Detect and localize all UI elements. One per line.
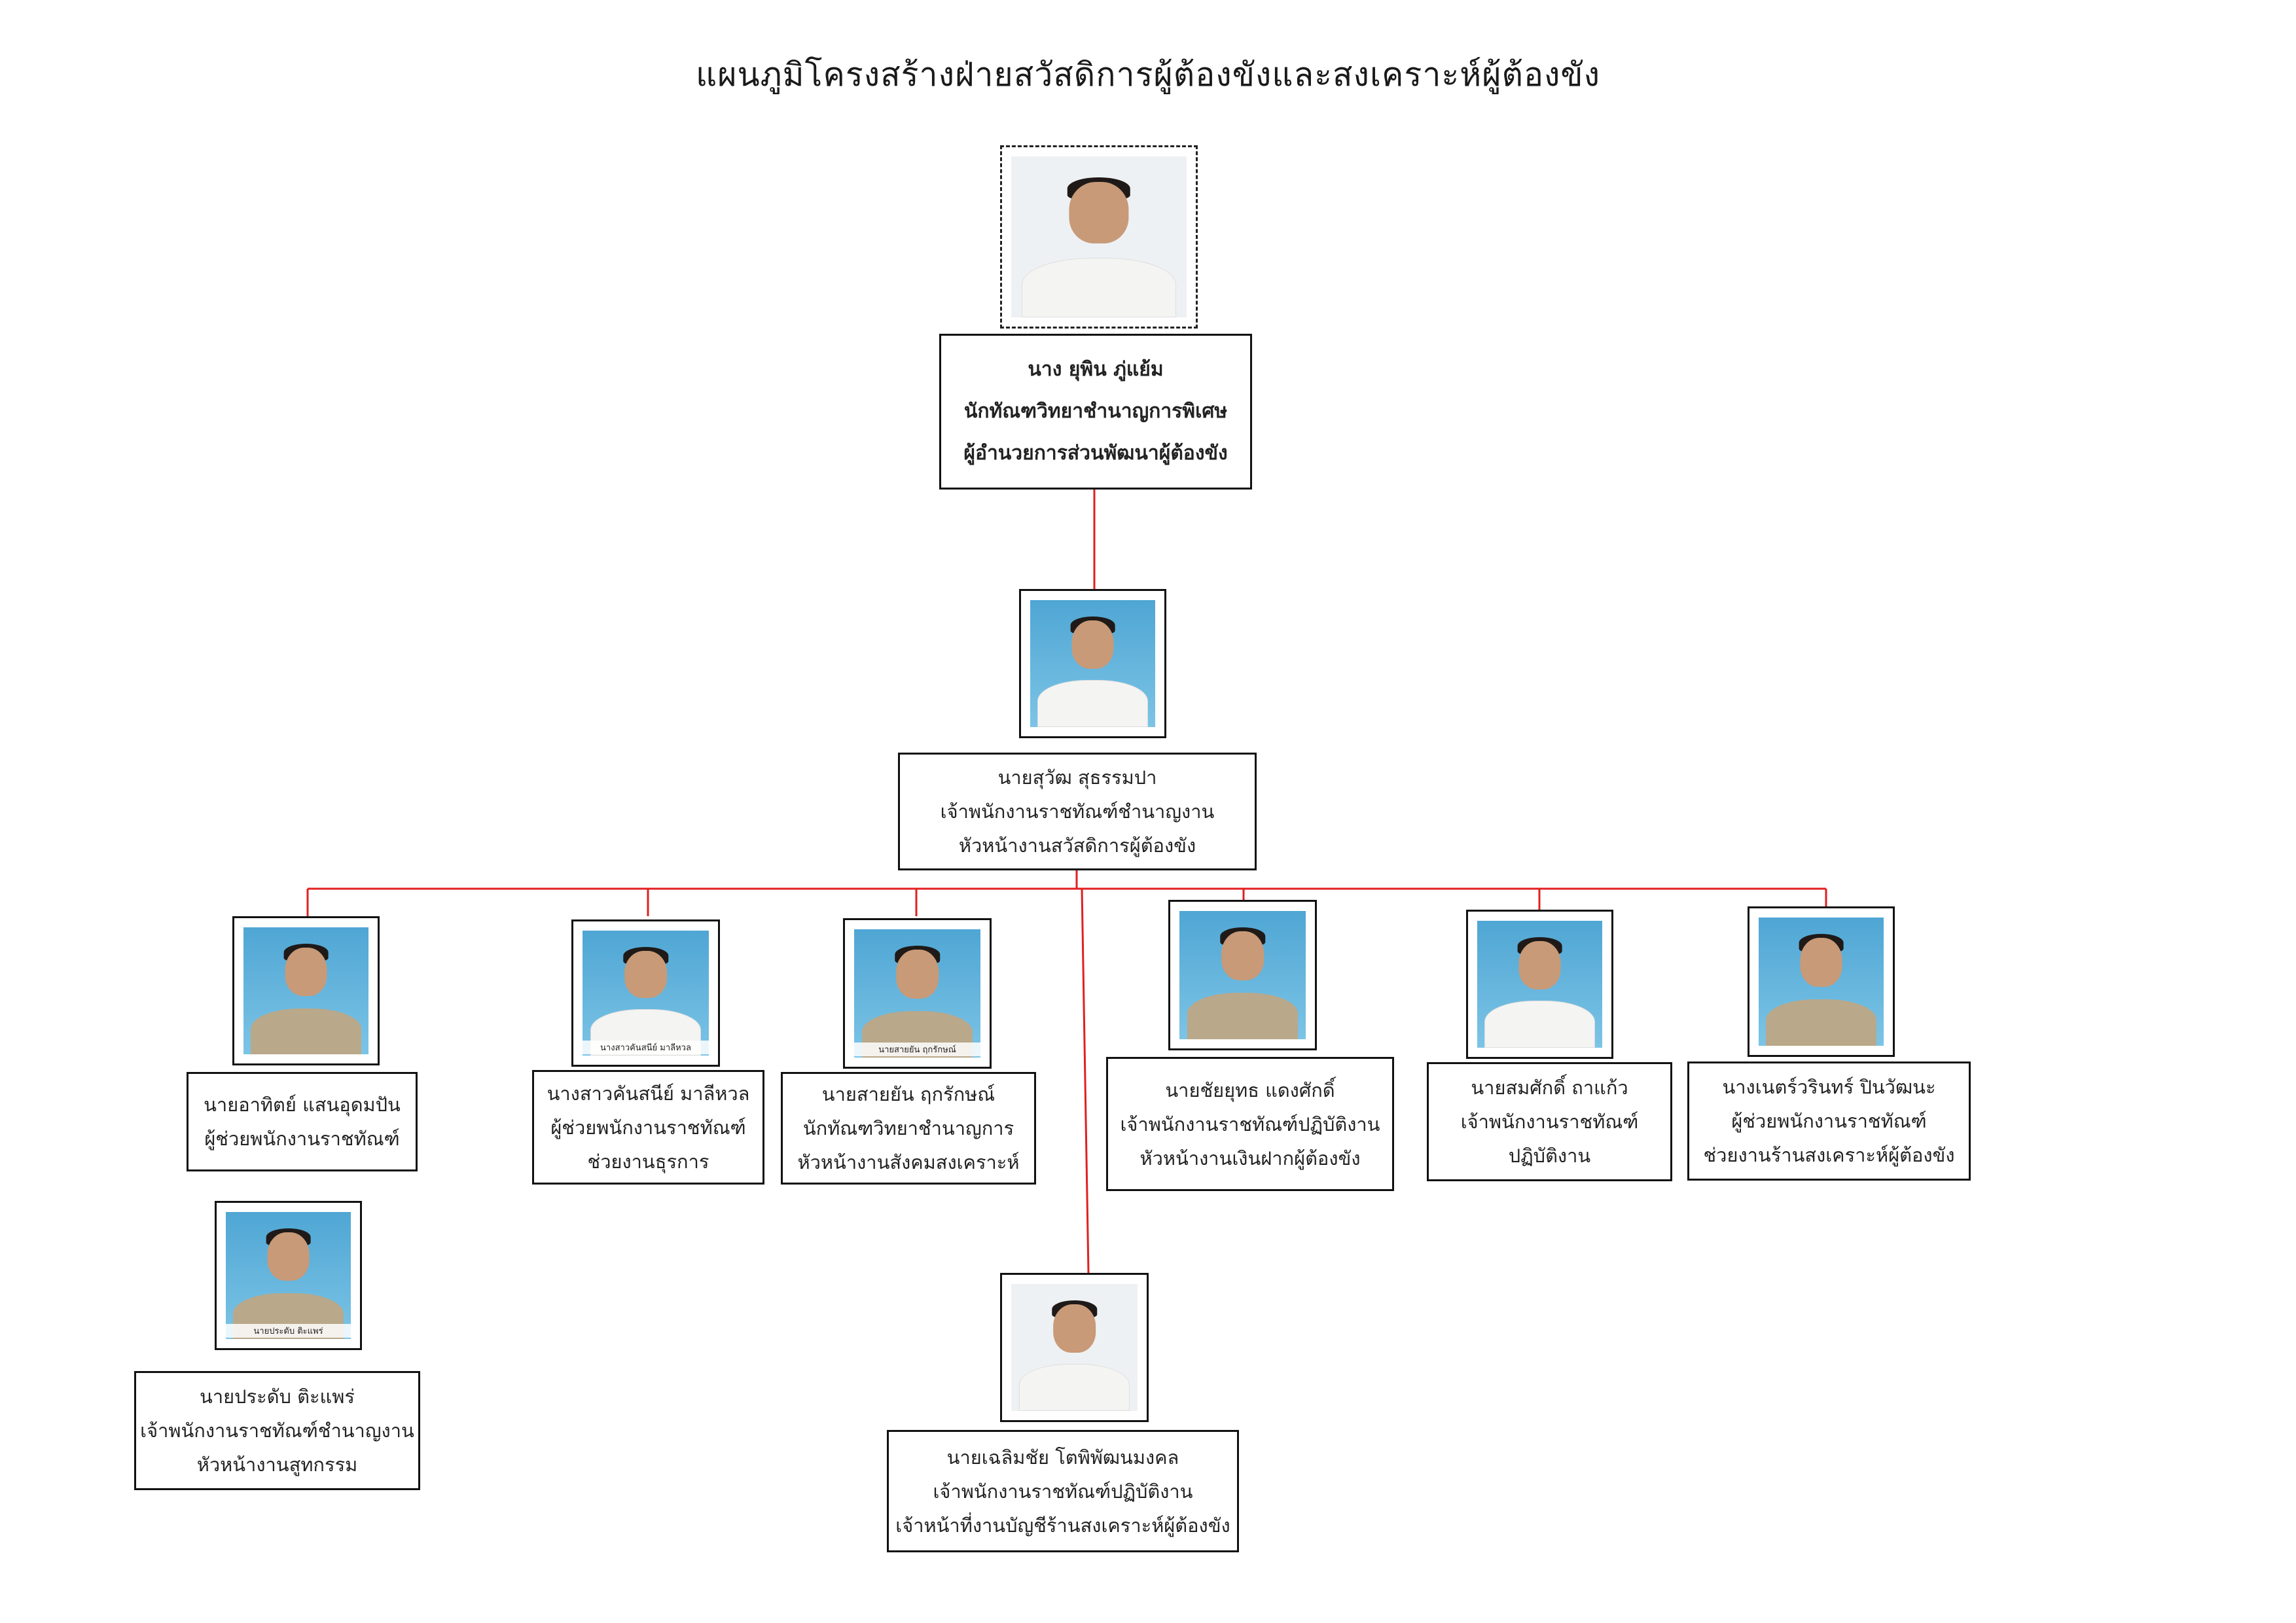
staff-7-name: นายประดับ ติะแพร่ <box>200 1385 355 1408</box>
director-name: นาง ยุพิน ภู่แย้ม <box>1028 358 1164 381</box>
staff-8-photo <box>1000 1273 1149 1422</box>
staff-7-box: นายประดับ ติะแพร่ เจ้าพนักงานราชทัณฑ์ชำน… <box>134 1371 420 1490</box>
staff-7-photo-caption: นายประดับ ติะแพร่ <box>226 1324 351 1338</box>
staff-1-box: นายอาทิตย์ แสนอุดมปัน ผู้ช่วยพนักงานราชท… <box>187 1072 418 1171</box>
staff-5-position: เจ้าพนักงานราชทัณฑ์ <box>1460 1111 1639 1133</box>
head-role: หัวหน้างานสวัสดิการผู้ต้องขัง <box>958 834 1196 857</box>
director-role: ผู้อำนวยการส่วนพัฒนาผู้ต้องขัง <box>963 442 1228 465</box>
staff-4-box: นายชัยยุทธ แดงศักดิ์ เจ้าพนักงานราชทัณฑ์… <box>1106 1057 1394 1191</box>
staff-3-role: หัวหน้างานสังคมสงเคราะห์ <box>797 1151 1020 1173</box>
staff-5-name: นายสมศักดิ์ ถาแก้ว <box>1471 1077 1628 1099</box>
connector-staff-8 <box>1081 888 1090 1274</box>
staff-3-name: นายสายยัน ฤกรักษณ์ <box>821 1083 996 1105</box>
staff-7-role: หัวหน้างานสูทกรรม <box>196 1454 358 1476</box>
staff-3-box: นายสายยัน ฤกรักษณ์ นักทัณฑวิทยาชำนาญการ … <box>781 1072 1036 1185</box>
head-name: นายสุวัฒ สุธรรมปา <box>997 766 1157 789</box>
staff-2-photo-caption: นางสาวคันสนีย์ มาลีหวล <box>583 1041 709 1054</box>
staff-8-box: นายเฉลิมชัย โตพิพัฒนมงคล เจ้าพนักงานราชท… <box>887 1430 1239 1552</box>
staff-5-box: นายสมศักดิ์ ถาแก้ว เจ้าพนักงานราชทัณฑ์ ป… <box>1427 1062 1672 1181</box>
staff-6-position: ผู้ช่วยพนักงานราชทัณฑ์ <box>1731 1110 1927 1132</box>
chart-title: แผนภูมิโครงสร้างฝ่ายสวัสดิการผู้ต้องขังแ… <box>695 56 1601 94</box>
staff-3-position: นักทัณฑวิทยาชำนาญการ <box>802 1117 1014 1139</box>
staff-4-role: หัวหน้างานเงินฝากผู้ต้องขัง <box>1139 1147 1361 1169</box>
staff-2-box: นางสาวคันสนีย์ มาลีหวล ผู้ช่วยพนักงานราช… <box>532 1070 764 1185</box>
staff-6-box: นางเนตร์วรินทร์ ปินวัฒนะ ผู้ช่วยพนักงานร… <box>1687 1061 1971 1181</box>
director-position: นักทัณฑวิทยาชำนาญการพิเศษ <box>963 400 1228 423</box>
staff-3-photo-caption: นายสายยัน ฤกรักษณ์ <box>854 1043 980 1056</box>
staff-6-name: นางเนตร์วรินทร์ ปินวัฒนะ <box>1722 1076 1936 1098</box>
staff-2-photo: นางสาวคันสนีย์ มาลีหวล <box>571 919 720 1067</box>
staff-4-name: นายชัยยุทธ แดงศักดิ์ <box>1165 1079 1335 1101</box>
staff-2-role: ช่วยงานธุรการ <box>587 1150 709 1173</box>
staff-6-photo <box>1748 906 1895 1057</box>
head-photo <box>1019 589 1166 738</box>
director-box: นาง ยุพิน ภู่แย้ม นักทัณฑวิทยาชำนาญการพิ… <box>939 334 1252 490</box>
staff-4-position: เจ้าพนักงานราชทัณฑ์ปฏิบัติงาน <box>1120 1113 1380 1135</box>
staff-8-position: เจ้าพนักงานราชทัณฑ์ปฏิบัติงาน <box>933 1480 1193 1503</box>
staff-1-position: ผู้ช่วยพนักงานราชทัณฑ์ <box>204 1128 400 1150</box>
head-position: เจ้าพนักงานราชทัณฑ์ชำนาญงาน <box>940 800 1215 823</box>
staff-6-role: ช่วยงานร้านสงเคราะห์ผู้ต้องขัง <box>1703 1144 1955 1166</box>
staff-4-photo <box>1168 900 1317 1050</box>
director-photo <box>1000 145 1198 329</box>
staff-7-photo: นายประดับ ติะแพร่ <box>215 1201 362 1350</box>
staff-1-photo <box>232 916 380 1065</box>
staff-8-name: นายเฉลิมชัย โตพิพัฒนมงคล <box>946 1446 1179 1469</box>
staff-1-name: นายอาทิตย์ แสนอุดมปัน <box>204 1094 401 1116</box>
staff-5-photo <box>1466 910 1613 1059</box>
staff-3-photo: นายสายยัน ฤกรักษณ์ <box>843 918 992 1069</box>
staff-2-position: ผู้ช่วยพนักงานราชทัณฑ์ <box>550 1116 746 1139</box>
staff-5-role: ปฏิบัติงาน <box>1508 1145 1591 1167</box>
staff-8-role: เจ้าหน้าที่งานบัญชีร้านสงเคราะห์ผู้ต้องข… <box>895 1514 1230 1537</box>
staff-2-name: นางสาวคันสนีย์ มาลีหวล <box>547 1082 750 1105</box>
staff-7-position: เจ้าพนักงานราชทัณฑ์ชำนาญงาน <box>140 1419 414 1442</box>
head-box: นายสุวัฒ สุธรรมปา เจ้าพนักงานราชทัณฑ์ชำน… <box>898 753 1257 870</box>
